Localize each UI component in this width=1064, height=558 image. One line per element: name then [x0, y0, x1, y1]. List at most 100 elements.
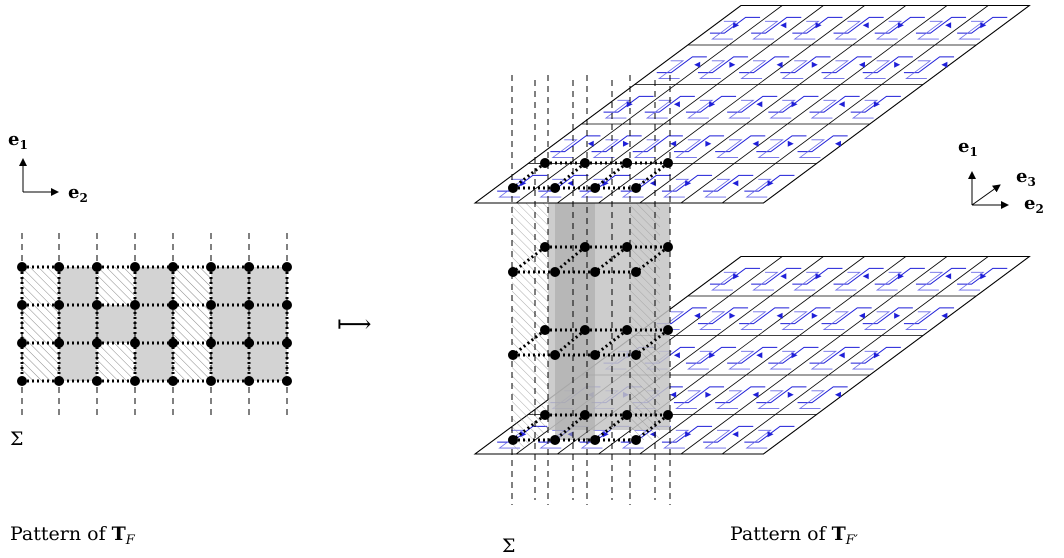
bottom-plane-flow-arrowhead	[980, 273, 987, 280]
top-plane-flow-arrowhead	[767, 180, 774, 187]
top-plane-flow-path	[633, 139, 661, 158]
top-plane-flow-arrowhead	[626, 101, 633, 108]
bottom-plane-flow-path	[915, 267, 967, 285]
top-plane-grid-line	[639, 5, 907, 204]
left-cell	[211, 267, 249, 305]
right-dotted-line	[594, 245, 628, 274]
e1-label: e1	[8, 129, 28, 152]
left-vertex-dot	[130, 338, 140, 348]
left-cell	[97, 343, 135, 381]
right-vertex-dot	[622, 410, 632, 420]
left-cell	[211, 343, 249, 381]
top-plane-flow-path	[809, 95, 860, 113]
e3-3d-arrow	[971, 184, 1001, 206]
top-plane-flow-path	[822, 60, 850, 79]
right-dotted-line	[635, 413, 669, 442]
bottom-plane-flow-arrowhead	[709, 352, 716, 359]
top-plane-flow-arrowhead	[733, 22, 740, 29]
right-vertex-dot	[663, 410, 673, 420]
left-vertex-dot	[92, 338, 102, 348]
top-plane-flow-path	[591, 135, 642, 153]
top-plane-grid-line	[598, 5, 865, 204]
right-vertex-dots	[508, 158, 673, 445]
top-plane-flow-path	[604, 99, 632, 119]
right-vertex-dot	[622, 242, 632, 252]
bottom-plane-flow-path	[809, 346, 860, 364]
bottom-plane-flow-path	[821, 307, 872, 325]
bottom-plane-flow-path	[769, 350, 796, 370]
top-plane-flow-arrowhead	[815, 22, 822, 29]
right-dotted-line	[512, 413, 546, 442]
top-plane-flow-arrowhead	[894, 61, 901, 68]
right-vertex-dot	[631, 350, 641, 360]
bottom-plane-flow-arrowhead	[811, 312, 818, 319]
bottom-plane-grid-line	[639, 256, 907, 455]
bottom-plane-flow-arrowhead	[894, 312, 901, 319]
top-plane-flow-path	[656, 56, 707, 74]
top-plane-flow-arrowhead	[858, 61, 865, 68]
top-plane-flow-path	[915, 16, 967, 34]
top-plane-flow-path	[675, 139, 702, 158]
top-plane-flow-path	[752, 20, 779, 40]
top-plane-flow-arrowhead	[791, 101, 798, 108]
top-plane-flow-arrowhead	[756, 101, 763, 108]
top-plane-flow-path	[833, 16, 884, 34]
left-vertex-dot	[168, 376, 178, 386]
bottom-plane-flow-arrowhead	[767, 431, 774, 438]
left-vertex-dot	[244, 262, 254, 272]
left-vertex-dot	[17, 262, 27, 272]
left-vertex-dot	[130, 376, 140, 386]
top-plane-flow-arrowhead	[834, 140, 841, 147]
bottom-plane-flow-path	[833, 267, 884, 285]
left-vertex-dot	[206, 338, 216, 348]
bottom-plane-flow-path	[834, 271, 862, 291]
bottom-plane-grid-line	[680, 256, 948, 455]
top-plane-flow-arrowhead	[567, 180, 574, 187]
left-vertex-dot	[282, 262, 292, 272]
top-plane-flow-path	[798, 139, 826, 158]
left-cell	[59, 343, 97, 381]
left-vertex-dot	[206, 376, 216, 386]
right-vertex-dot	[550, 183, 560, 193]
bottom-plane-flow-path	[822, 311, 850, 330]
bottom-plane-flow-path	[739, 307, 790, 325]
right-dotted-line	[635, 161, 669, 190]
top-plane-grid-line	[680, 5, 948, 204]
bottom-plane-flow-arrowhead	[685, 431, 692, 438]
left-cell	[59, 267, 97, 305]
top-plane-flow-path	[711, 20, 738, 40]
bottom-plane-flow-path	[752, 271, 779, 291]
left-cell	[135, 343, 173, 381]
right-vertex-dot	[622, 325, 632, 335]
left-vertex-dot	[92, 376, 102, 386]
bottom-plane-flow-path	[810, 350, 838, 370]
bottom-plane-flow-arrowhead	[780, 273, 787, 280]
top-plane-flow-path	[673, 135, 725, 153]
left-vertex-dot	[168, 300, 178, 310]
right-dotted-line	[594, 161, 628, 190]
right-vertex-dot	[540, 242, 550, 252]
top-plane-flow-path	[620, 174, 671, 192]
bottom-plane-flow-arrowhead	[815, 273, 822, 280]
bottom-plane-flow-path	[903, 307, 955, 325]
left-vertex-dots	[17, 262, 292, 386]
top-plane-flow-arrowhead	[941, 61, 948, 68]
top-plane-flow-arrowhead	[729, 61, 736, 68]
right-vertex-dot	[590, 183, 600, 193]
bottom-plane-flow-path	[699, 311, 726, 330]
bottom-plane-flow-path	[798, 390, 826, 409]
top-plane-flow-path	[797, 135, 848, 153]
bottom-plane-flow-path	[727, 346, 778, 364]
right-vertex-dot	[540, 325, 550, 335]
bottom-plane-flow-arrowhead	[787, 391, 794, 398]
right-vertex-dot	[622, 158, 632, 168]
top-plane-flow-path	[697, 56, 749, 74]
bottom-plane-flow-path	[697, 307, 749, 325]
right-dotted-line	[554, 413, 586, 442]
bottom-plane-flow-path	[793, 271, 820, 291]
top-plane-flow-path	[703, 174, 754, 192]
sigma-left-label: Σ	[10, 428, 23, 450]
left-vertex-dot	[244, 376, 254, 386]
right-vertex-dot	[540, 410, 550, 420]
